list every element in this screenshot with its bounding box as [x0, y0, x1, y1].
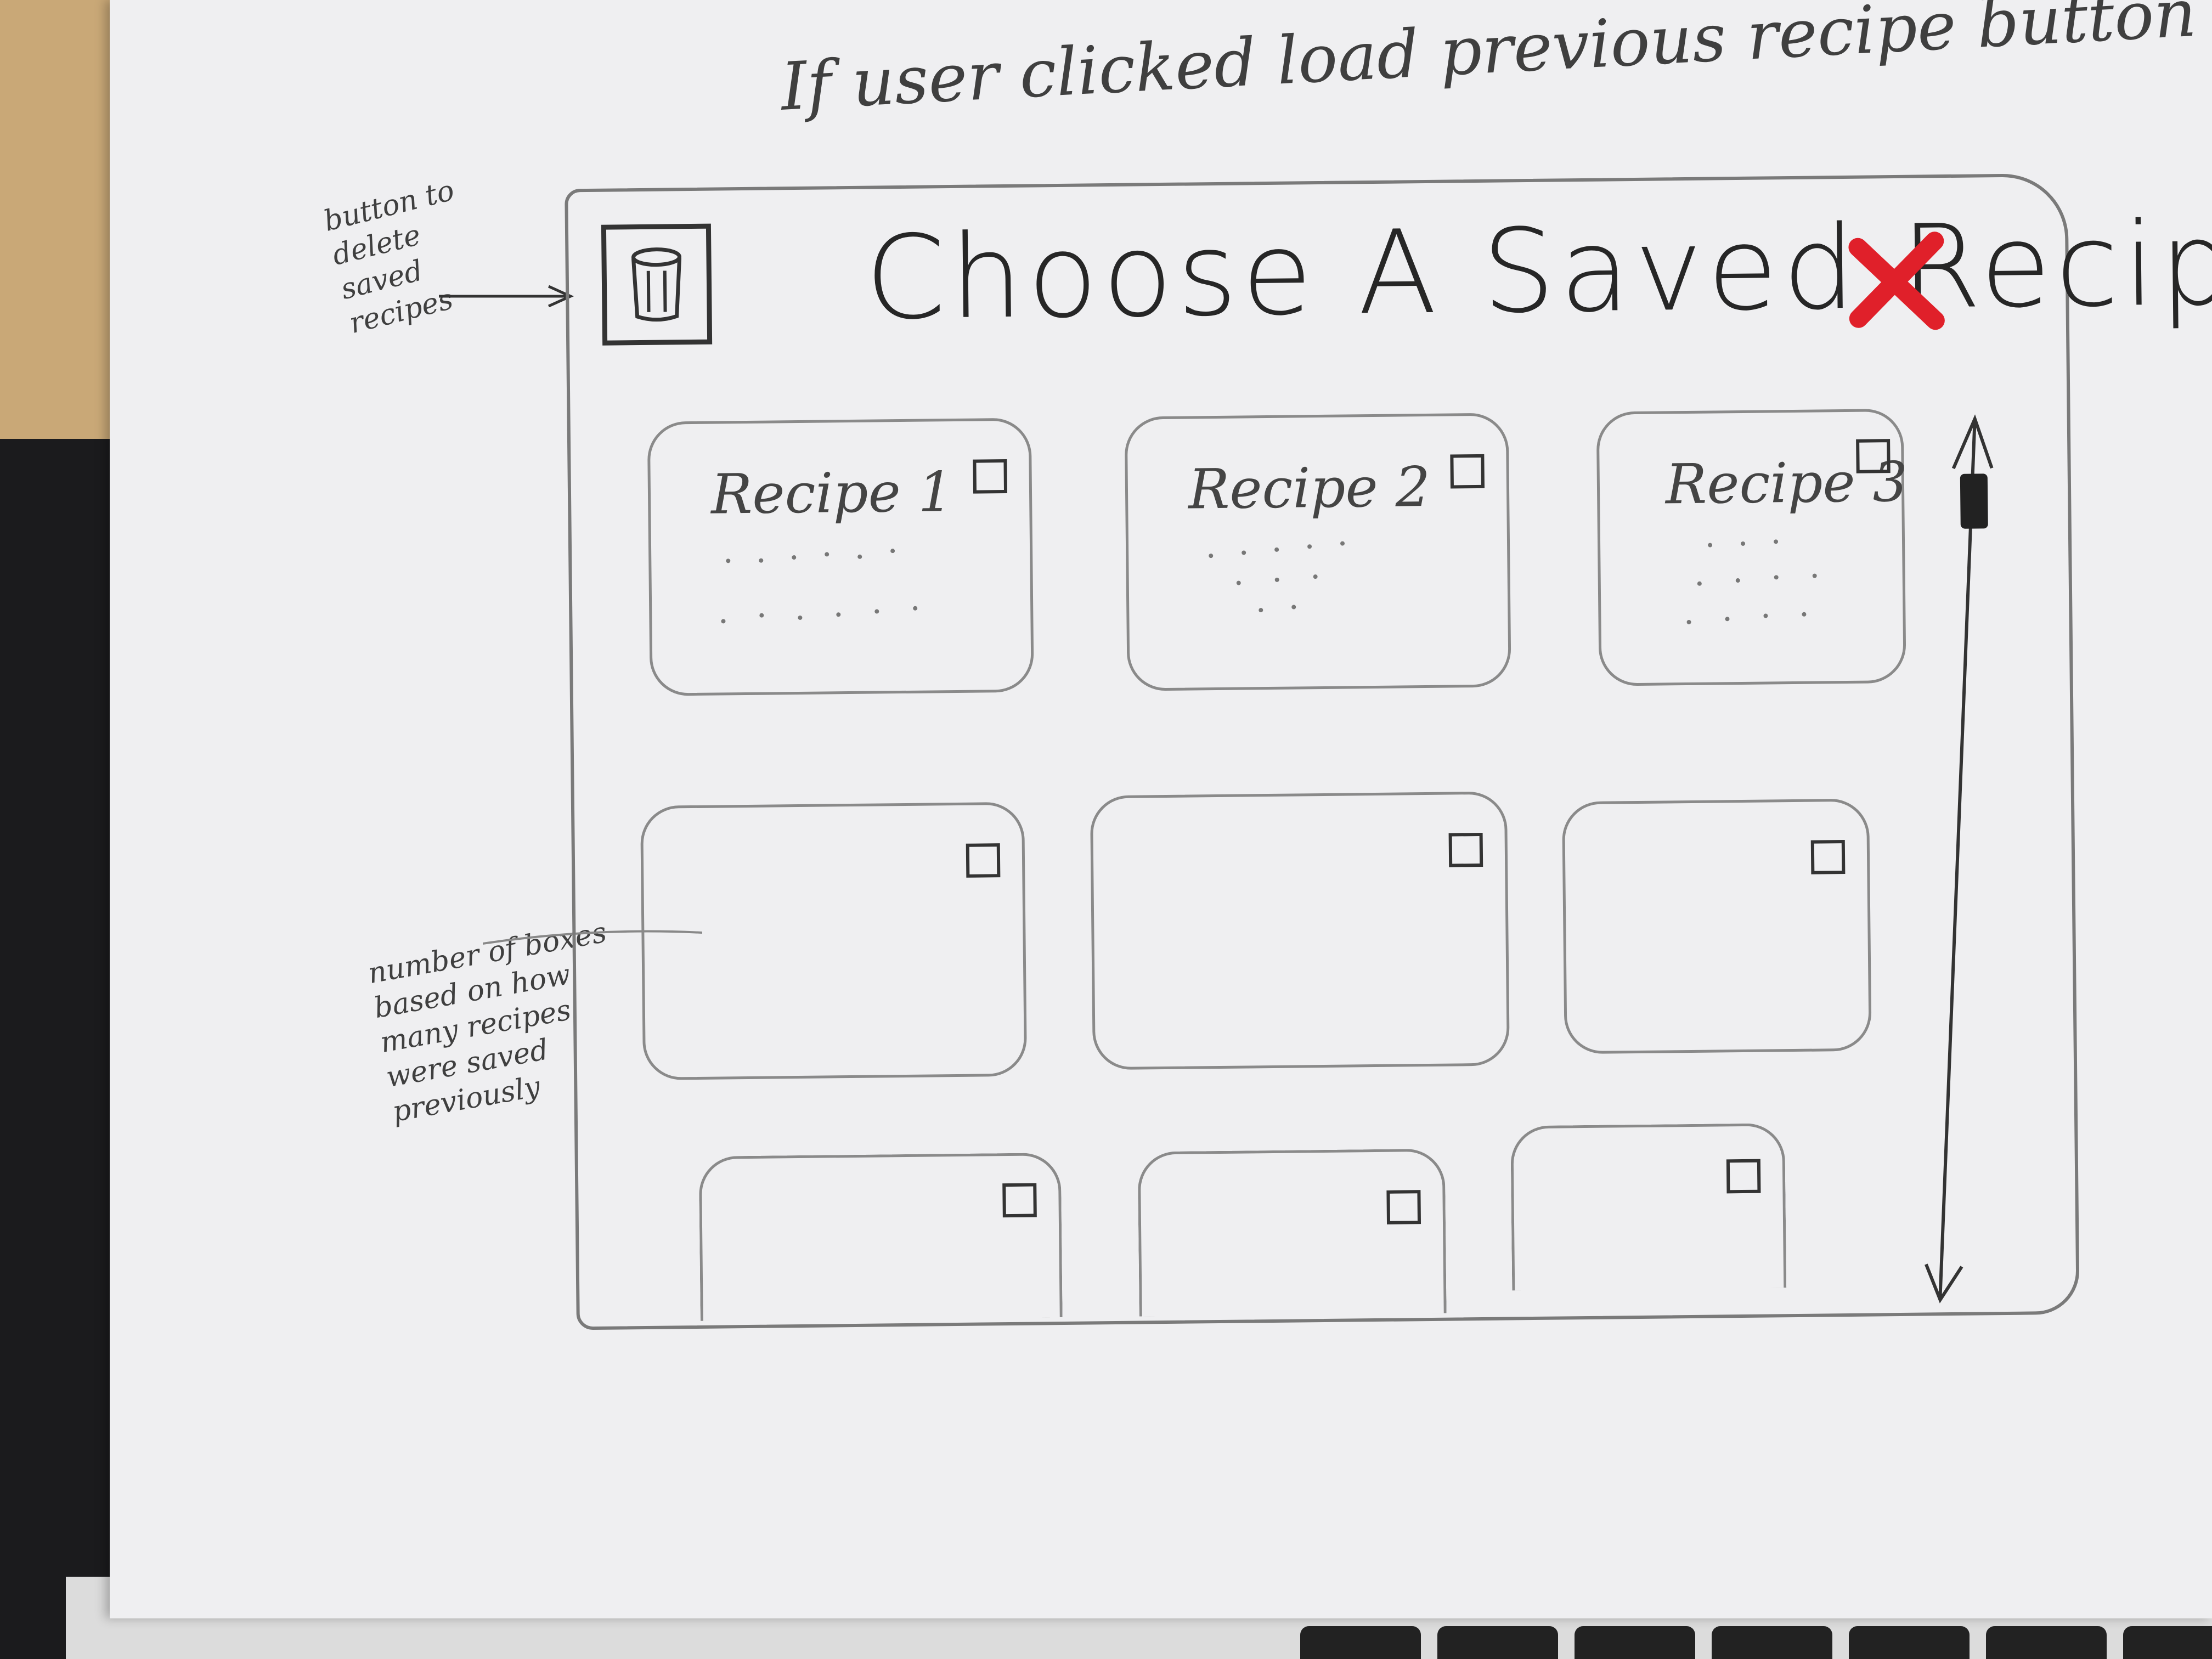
recipe-card[interactable] [1090, 791, 1510, 1070]
scroll-arrows-icon [1925, 414, 1994, 1304]
recipe-checkbox[interactable] [1386, 1190, 1421, 1224]
keyboard-key [2123, 1626, 2212, 1659]
saved-recipe-dialog: Choose A Saved Recipe Recipe 1 Recipe 2 [565, 173, 2212, 1330]
recipe-checkbox[interactable] [1450, 454, 1485, 489]
recipe-card[interactable] [1510, 1123, 1787, 1291]
recipe-checkbox[interactable] [1448, 832, 1483, 867]
recipe-checkbox[interactable] [1810, 840, 1846, 874]
recipe-grid: Recipe 1 Recipe 2 Recipe 3 [640, 408, 1908, 1321]
annotation-line [483, 930, 702, 945]
sketch-paper: If user clicked load previous recipe but… [110, 0, 2212, 1618]
close-x-icon [1848, 232, 1945, 330]
delete-button-annotation: button to delete saved recipes [320, 174, 458, 341]
scrollbar-thumb [1960, 473, 1988, 529]
recipe-checkbox[interactable] [1856, 439, 1891, 473]
top-annotation: If user clicked load previous recipe but… [779, 0, 2198, 126]
keyboard-key [1849, 1626, 1970, 1659]
recipe-card[interactable] [640, 802, 1028, 1080]
recipe-preview-placeholder [1686, 539, 1817, 624]
recipe-preview-placeholder [721, 549, 918, 624]
recipe-checkbox[interactable] [973, 459, 1008, 494]
recipe-checkbox[interactable] [1726, 1159, 1761, 1194]
recipe-title: Recipe 1 [710, 460, 953, 527]
keyboard-key [1300, 1626, 1421, 1659]
recipe-title: Recipe 2 [1188, 454, 1431, 522]
recipe-card[interactable] [1137, 1148, 1447, 1317]
recipe-card[interactable]: Recipe 1 [647, 417, 1034, 696]
trash-icon [631, 247, 682, 322]
close-dialog-button[interactable] [1841, 227, 1952, 338]
recipe-preview-placeholder [1209, 541, 1345, 613]
keyboard-key [1986, 1626, 2107, 1659]
keyboard-key [1575, 1626, 1695, 1659]
recipe-card[interactable] [698, 1153, 1063, 1321]
vertical-scrollbar[interactable] [1915, 408, 2012, 1308]
recipe-checkbox[interactable] [1002, 1183, 1037, 1218]
recipe-checkbox[interactable] [966, 843, 1001, 878]
annotation-arrow [439, 285, 574, 307]
recipe-card[interactable]: Recipe 3 [1596, 408, 1908, 686]
recipe-card[interactable] [1561, 798, 1872, 1054]
laptop-bezel [0, 439, 126, 1659]
delete-saved-recipes-button[interactable] [601, 223, 713, 346]
keyboard-key [1712, 1626, 1832, 1659]
dialog-title: Choose A Saved Recipe [864, 196, 2212, 346]
recipe-card[interactable]: Recipe 2 [1124, 413, 1511, 691]
keyboard-key [1437, 1626, 1558, 1659]
